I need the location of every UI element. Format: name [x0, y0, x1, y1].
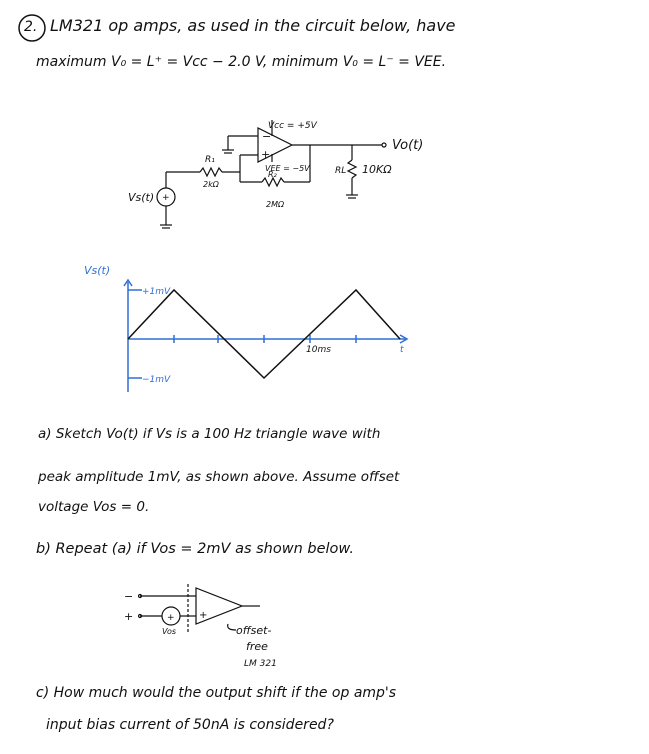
circuit2-lm321-label: LM 321 [244, 659, 277, 669]
vs-label: Vs(t) [128, 191, 154, 204]
opamp-1-minus-sign: − [262, 130, 271, 143]
part-a-line-3: voltage Vos = 0. [38, 499, 150, 515]
part-a-line-1: a) Sketch Vo(t) if Vs is a 100 Hz triang… [38, 426, 381, 442]
waveform-ylabel: Vs(t) [84, 264, 110, 277]
opamp-2-plus: + [199, 610, 207, 621]
r2-value: 2MΩ [266, 200, 285, 209]
vs-source-plus: + [162, 193, 170, 203]
opamp-1-plus-sign: + [261, 148, 270, 161]
waveform-x-label: t [400, 345, 404, 355]
r1-label: R₁ [205, 155, 215, 165]
part-c-line-2: input bias current of 50nA is considered… [46, 717, 334, 733]
problem-number: 2. [24, 19, 38, 35]
circuit2-free-label: free [246, 640, 268, 653]
vo-label: Vo(t) [392, 138, 423, 153]
rl-label: RL [335, 166, 346, 176]
rl-value: 10KΩ [362, 163, 392, 176]
problem-line-2: maximum V₀ = L⁺ = Vcc − 2.0 V, minimum V… [36, 54, 447, 70]
part-c-line-1: c) How much would the output shift if th… [36, 685, 397, 701]
header-number-circle [18, 14, 46, 42]
problem-line-1: LM321 op amps, as used in the circuit be… [50, 16, 456, 35]
circuit2-minus: − [124, 590, 133, 603]
waveform-neg-label: −1mV [142, 375, 171, 385]
part-a-line-2: peak amplitude 1mV, as shown above. Assu… [38, 469, 400, 485]
circuit2-vos-plus: + [167, 613, 175, 623]
r2-label: R₂ [268, 170, 278, 179]
part-b-text: b) Repeat (a) if Vos = 2mV as shown belo… [36, 541, 354, 557]
waveform-axes [123, 278, 409, 392]
vcc-label: Vcc = +5V [268, 121, 318, 131]
opamp-1 [257, 127, 294, 163]
waveform-pos-label: +1mV [142, 287, 171, 297]
circuit2-vos-label: Vos [162, 627, 176, 636]
opamp-2 [195, 587, 244, 625]
circuit-diagram-1: − + Vcc = +5V VEE = −5V R₁ 2kΩ R₂ 2MΩ RL… [128, 120, 423, 229]
circuit2-offset-label: offset- [236, 624, 271, 637]
waveform-time-mark: 10ms [306, 345, 331, 355]
vee-label: VEE = −5V [265, 164, 310, 173]
triangle-waveform: Vs(t) +1mV −1mV 10ms t [84, 264, 409, 392]
circuit2-plus: + [124, 610, 133, 623]
r1-value: 2kΩ [203, 180, 220, 189]
triangle-wave [127, 288, 401, 380]
